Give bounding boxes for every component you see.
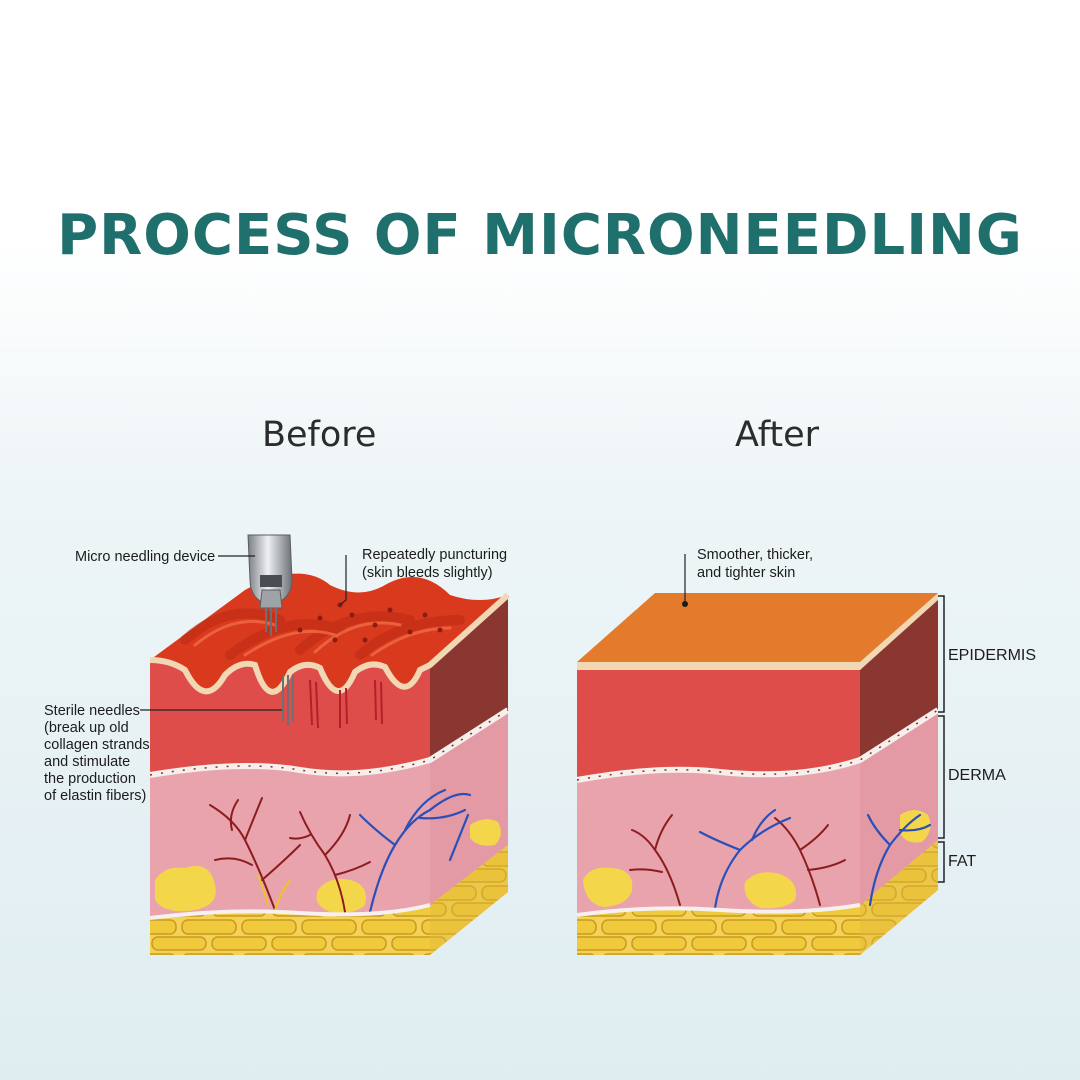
after-derma-layer bbox=[577, 760, 860, 915]
label-epidermis: EPIDERMIS bbox=[948, 647, 1036, 664]
micro-needling-device bbox=[247, 534, 293, 636]
layer-brackets bbox=[938, 595, 945, 883]
before-derma-side bbox=[430, 710, 508, 905]
before-epidermis-layer bbox=[150, 660, 430, 775]
after-veins bbox=[698, 808, 932, 910]
before-epidermis-side bbox=[430, 595, 508, 760]
after-heading: After bbox=[735, 415, 820, 455]
label-result-2: and tighter skin bbox=[697, 565, 795, 581]
before-arteries bbox=[209, 797, 371, 913]
label-needles-1: Sterile needles bbox=[44, 703, 140, 719]
after-skin-block bbox=[576, 593, 940, 955]
after-epidermis-layer bbox=[577, 670, 860, 780]
label-result-1: Smoother, thicker, bbox=[697, 547, 813, 563]
before-veins bbox=[358, 788, 472, 914]
label-puncture-2: (skin bleeds slightly) bbox=[362, 565, 493, 581]
after-arteries bbox=[629, 814, 846, 906]
after-skin-surface bbox=[577, 593, 938, 662]
sterile-needles bbox=[282, 675, 294, 725]
before-fat-blobs bbox=[155, 819, 501, 913]
label-needles-6: of elastin fibers) bbox=[44, 788, 146, 804]
page-title: PROCESS OF MICRONEEDLING bbox=[57, 203, 1023, 268]
label-needles-2: (break up old bbox=[44, 720, 129, 736]
puncture-dots bbox=[297, 602, 443, 643]
before-skin-block bbox=[149, 573, 511, 955]
label-derma: DERMA bbox=[948, 767, 1006, 784]
label-puncture-1: Repeatedly puncturing bbox=[362, 547, 507, 563]
before-heading: Before bbox=[262, 415, 377, 455]
label-needles-4: and stimulate bbox=[44, 754, 130, 770]
after-derma-side bbox=[860, 710, 938, 905]
after-fat-layer bbox=[577, 905, 860, 955]
label-needles-5: the production bbox=[44, 771, 136, 787]
puncture-channels bbox=[309, 679, 383, 729]
label-device: Micro needling device bbox=[75, 549, 215, 565]
before-fat-layer bbox=[150, 905, 430, 955]
label-fat: FAT bbox=[948, 853, 976, 870]
label-needles-3: collagen strands bbox=[44, 737, 150, 753]
after-fat-blobs bbox=[583, 810, 931, 909]
